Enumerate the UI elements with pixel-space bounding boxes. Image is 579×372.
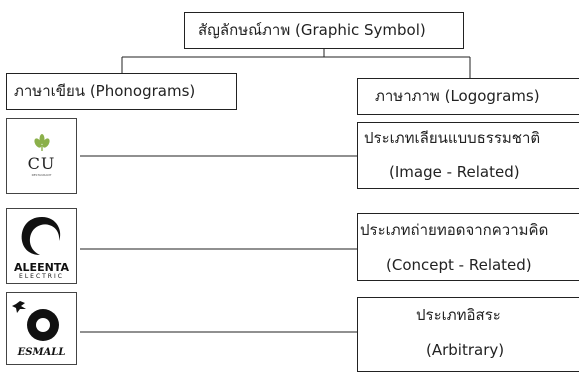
root-node-box — [184, 12, 464, 49]
logograms-node-box — [357, 78, 579, 115]
arbitrary-sublabel: (Arbitrary) — [426, 341, 505, 359]
cu-leaf-icon — [34, 134, 50, 151]
image-related-sublabel: (Image - Related) — [389, 163, 520, 181]
logograms-node-label: ภาษาภาพ (Logograms) — [375, 87, 540, 105]
esmall-logo-text: ESMALL — [17, 347, 66, 358]
aleenta-swirl-icon — [21, 217, 61, 255]
concept-related-sublabel: (Concept - Related) — [386, 256, 532, 274]
phonograms-node-label: ภาษาเขียน (Phonograms) — [14, 82, 196, 100]
esmall-ring-icon — [12, 301, 59, 341]
aleenta-logo-text: ALEENTA — [14, 261, 69, 274]
image-related-box — [357, 122, 579, 189]
cu-logo-text: CU — [27, 154, 56, 173]
arbitrary-label: ประเภทอิสระ — [416, 306, 501, 324]
root-node-label: สัญลักษณ์ภาพ (Graphic Symbol) — [198, 21, 426, 39]
concept-related-label: ประเภทถ่ายทอดจากความคิด — [360, 221, 549, 239]
aleenta-electric-logo: ALEENTA ELECTRIC — [6, 208, 77, 284]
concept-related-box — [357, 213, 579, 281]
aleenta-logo-subtext: ELECTRIC — [19, 273, 64, 280]
cu-restaurant-logo: CU RESTAURANT — [6, 118, 77, 194]
esmall-logo: ESMALL — [6, 292, 77, 365]
phonograms-node-box — [6, 73, 237, 110]
arbitrary-box — [357, 297, 579, 372]
image-related-label: ประเภทเลียนแบบธรรมชาติ — [364, 129, 541, 147]
cu-logo-subtext: RESTAURANT — [31, 173, 52, 177]
